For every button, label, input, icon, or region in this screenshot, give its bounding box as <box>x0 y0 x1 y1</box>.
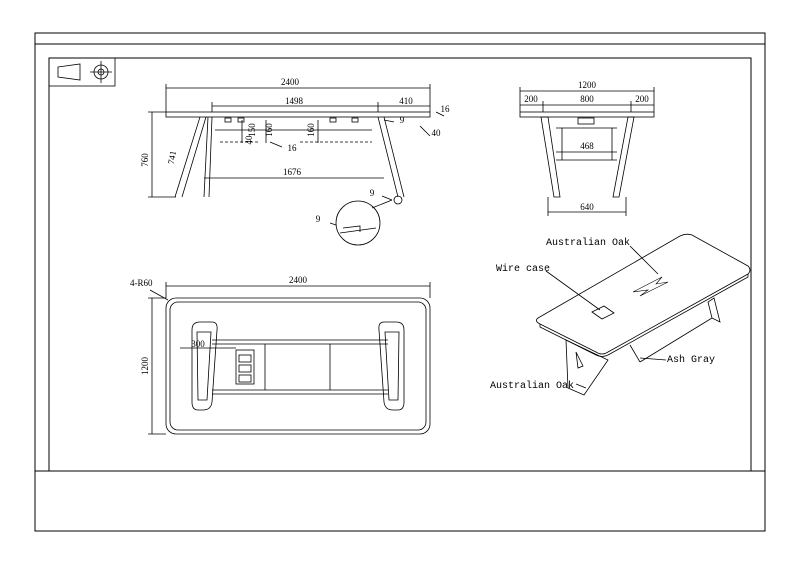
detail-ref-2: 9 <box>316 214 321 224</box>
top-view-dimensions: 2400 4-R60 1200 300 <box>130 275 308 375</box>
label-wire-case: Wire case <box>496 263 550 275</box>
dim-inner: 300 <box>191 339 205 349</box>
dim-base-width: 640 <box>580 202 594 212</box>
dim-overall-width: 1200 <box>578 80 597 90</box>
dim-leg-span: 1676 <box>283 167 302 177</box>
side-view <box>519 87 655 216</box>
dim-left-segment: 200 <box>524 94 538 104</box>
dim-middle-segment: 800 <box>580 94 594 104</box>
drawing-frame <box>34 32 766 532</box>
dim-inner-rail: 468 <box>580 141 594 151</box>
dim-top-overall-length: 2400 <box>289 275 308 285</box>
dim-height: 760 <box>140 153 150 167</box>
dim-beam-depth-2: 160 <box>264 123 274 137</box>
dim-bracket-offset: 9 <box>400 115 405 125</box>
top-view <box>148 282 431 435</box>
front-view <box>148 84 445 246</box>
isometric-labels: Australian Oak Wire case Australian Oak … <box>490 237 715 392</box>
dim-beam-depth-1: 150 <box>247 123 257 137</box>
dim-beam-gap: 40 <box>244 135 254 145</box>
detail-ref-1: 9 <box>370 188 375 198</box>
label-australian-oak-leg: Australian Oak <box>490 380 574 392</box>
dim-beam-depth-3: 160 <box>306 123 316 137</box>
dim-top-thickness: 16 <box>441 104 451 114</box>
dim-leg-length: 741 <box>166 150 178 165</box>
dim-overall-length: 2400 <box>281 77 300 87</box>
dim-top-width: 1200 <box>140 357 150 376</box>
front-view-dimensions: 2400 1498 410 16 9 40 760 741 150 160 16… <box>140 77 450 224</box>
dim-beam-thickness: 16 <box>288 143 298 153</box>
label-ash-gray: Ash Gray <box>667 354 715 366</box>
dim-top-inner: 1498 <box>285 96 304 106</box>
dim-edge: 40 <box>432 128 442 138</box>
dim-overhang: 410 <box>399 96 413 106</box>
dim-corner-radius: 4-R60 <box>130 278 153 288</box>
side-view-dimensions: 1200 200 800 200 468 640 <box>524 80 649 212</box>
dim-right-segment: 200 <box>635 94 649 104</box>
label-australian-oak-top: Australian Oak <box>546 237 630 249</box>
first-angle-projection-icon <box>48 57 116 87</box>
isometric-view <box>536 233 751 396</box>
